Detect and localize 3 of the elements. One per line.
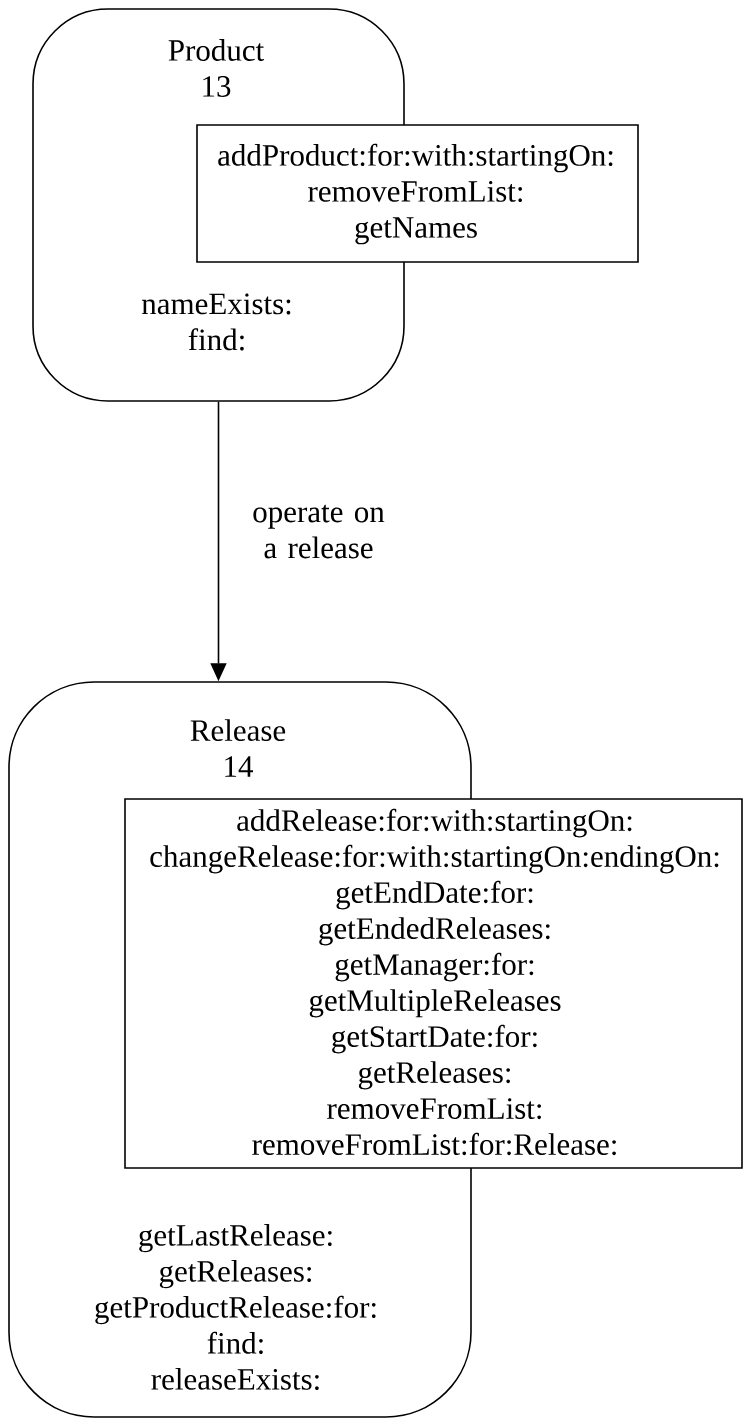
method-box: addProduct:for:with:startingOn: removeFromList: getNames: [196, 124, 639, 263]
edge-label: operate on a release: [236, 502, 401, 561]
method-box: addRelease:for:with:startingOn: changeRelease:for:with:startingOn:endingOn: getEndDate:for: getEndedReleases: getManager:for: getMultipleReleases getStartDate:for: getReleases: removeFromList: removeFromList:for:Release:: [124, 798, 743, 1169]
